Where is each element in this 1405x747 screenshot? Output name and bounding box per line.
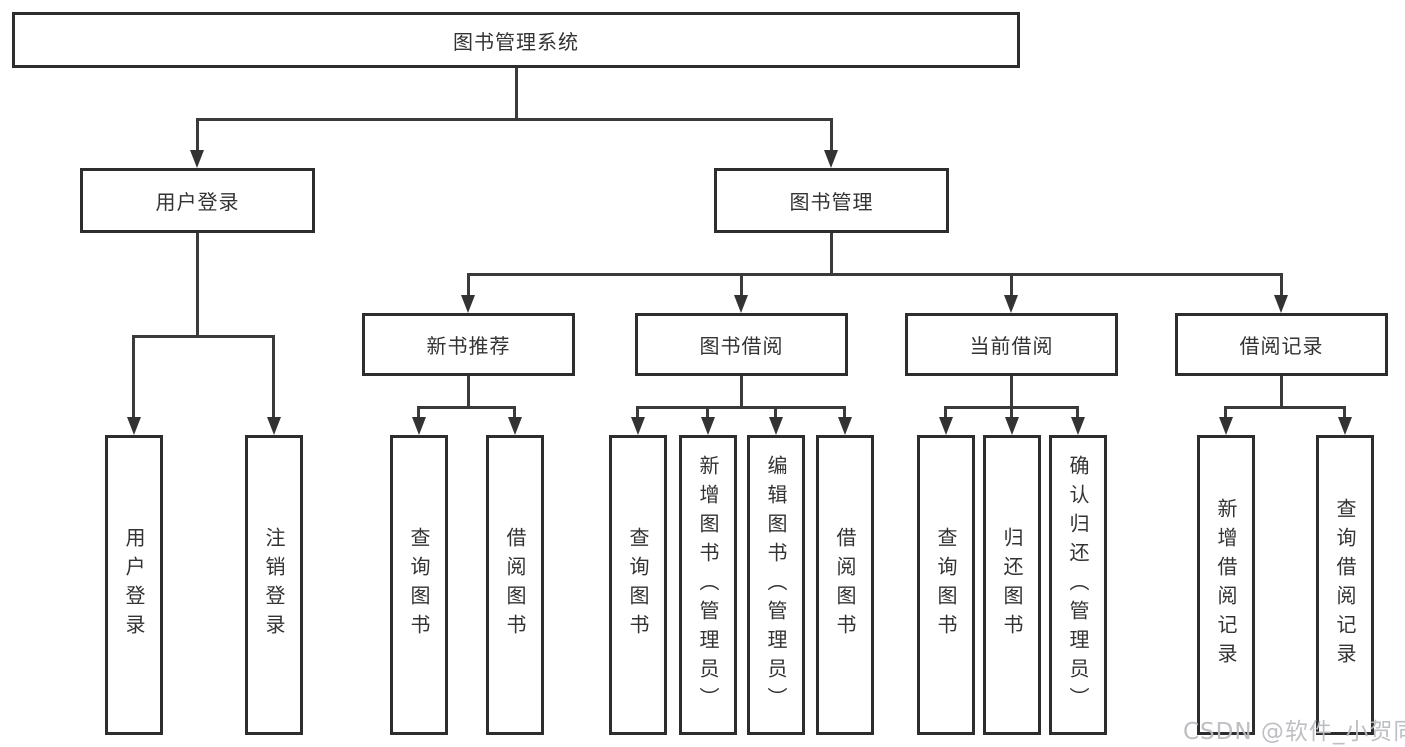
- leaf-current-query-book-label: 查询图书: [934, 527, 958, 643]
- node-root: 图书管理系统: [12, 12, 1020, 68]
- node-current-borrow-label: 当前借阅: [969, 334, 1054, 358]
- connector-line: [417, 406, 420, 419]
- arrow-down-icon: [1274, 295, 1288, 313]
- arrow-down-icon: [267, 417, 281, 435]
- leaf-add-book-admin-label: 新增图书（管理员）: [696, 454, 720, 716]
- arrow-down-icon: [412, 417, 426, 435]
- connector-line: [196, 118, 833, 121]
- node-new-book-recommend-label: 新书推荐: [426, 334, 511, 358]
- leaf-user-login-label: 用户登录: [122, 527, 146, 643]
- connector-line: [1224, 406, 1227, 419]
- leaf-return-book: 归还图书: [983, 435, 1041, 735]
- connector-line: [843, 406, 846, 419]
- leaf-recommend-query-book-label: 查询图书: [407, 527, 431, 643]
- watermark: CSDN @软件_小贺同学: [1183, 719, 1405, 745]
- connector-line: [830, 233, 833, 273]
- arrow-down-icon: [769, 417, 783, 435]
- leaf-edit-book-admin-label: 编辑图书（管理员）: [764, 454, 788, 716]
- arrow-down-icon: [1338, 417, 1352, 435]
- arrow-down-icon: [461, 295, 475, 313]
- leaf-borrow-query-book: 查询图书: [609, 435, 667, 735]
- leaf-user-login: 用户登录: [105, 435, 163, 735]
- connector-line: [1076, 406, 1079, 419]
- connector-line: [196, 233, 199, 335]
- leaf-logout: 注销登录: [245, 435, 303, 735]
- leaf-confirm-return-admin: 确认归还（管理员）: [1049, 435, 1107, 735]
- node-book-borrow-label: 图书借阅: [699, 334, 784, 358]
- connector-line: [515, 68, 518, 118]
- arrow-down-icon: [734, 295, 748, 313]
- arrow-down-icon: [824, 150, 838, 168]
- connector-line: [513, 406, 516, 419]
- arrow-down-icon: [508, 417, 522, 435]
- leaf-borrow-query-book-label: 查询图书: [626, 527, 650, 643]
- leaf-add-borrow-record-label: 新增借阅记录: [1214, 498, 1238, 672]
- connector-line: [132, 335, 275, 338]
- connector-line: [1280, 273, 1283, 297]
- connector-line: [740, 273, 743, 297]
- arrow-down-icon: [1004, 295, 1018, 313]
- connector-line: [830, 118, 833, 150]
- leaf-add-book-admin: 新增图书（管理员）: [679, 435, 737, 735]
- node-user-login-label: 用户登录: [155, 190, 240, 214]
- leaf-add-borrow-record: 新增借阅记录: [1197, 435, 1255, 735]
- leaf-current-query-book: 查询图书: [917, 435, 975, 735]
- node-user-login: 用户登录: [80, 168, 315, 233]
- connector-line: [1010, 406, 1013, 419]
- leaf-return-book-label: 归还图书: [1000, 527, 1024, 643]
- connector-line: [706, 406, 709, 419]
- arrow-down-icon: [1219, 417, 1233, 435]
- node-book-management-label: 图书管理: [789, 190, 874, 214]
- arrow-down-icon: [127, 417, 141, 435]
- connector-line: [467, 273, 1283, 276]
- node-current-borrow: 当前借阅: [905, 313, 1118, 376]
- connector-line: [418, 406, 516, 409]
- arrow-down-icon: [701, 417, 715, 435]
- connector-line: [1343, 406, 1346, 419]
- connector-line: [636, 406, 639, 419]
- leaf-edit-book-admin: 编辑图书（管理员）: [747, 435, 805, 735]
- connector-line: [272, 335, 275, 417]
- connector-line: [1225, 406, 1345, 409]
- arrow-down-icon: [838, 417, 852, 435]
- connector-line: [1010, 376, 1013, 406]
- connector-line: [774, 406, 777, 419]
- leaf-recommend-borrow-book: 借阅图书: [486, 435, 544, 735]
- leaf-recommend-query-book: 查询图书: [390, 435, 448, 735]
- node-book-borrow: 图书借阅: [635, 313, 848, 376]
- leaf-query-borrow-record-label: 查询借阅记录: [1333, 498, 1357, 672]
- connector-line: [1010, 273, 1013, 297]
- connector-line: [467, 273, 470, 297]
- leaf-confirm-return-admin-label: 确认归还（管理员）: [1066, 454, 1090, 716]
- connector-line: [637, 406, 846, 409]
- leaf-recommend-borrow-book-label: 借阅图书: [503, 527, 527, 643]
- node-root-label: 图书管理系统: [453, 29, 579, 54]
- arrow-down-icon: [631, 417, 645, 435]
- node-borrow-record: 借阅记录: [1175, 313, 1388, 376]
- leaf-query-borrow-record: 查询借阅记录: [1316, 435, 1374, 735]
- connector-line: [740, 376, 743, 406]
- connector-line: [132, 335, 135, 417]
- connector-line: [1280, 376, 1283, 406]
- node-new-book-recommend: 新书推荐: [362, 313, 575, 376]
- connector-line: [196, 118, 199, 150]
- node-borrow-record-label: 借阅记录: [1239, 334, 1324, 358]
- connector-line: [467, 376, 470, 406]
- arrow-down-icon: [1005, 417, 1019, 435]
- leaf-borrow-book-label: 借阅图书: [833, 527, 857, 643]
- arrow-down-icon: [1071, 417, 1085, 435]
- leaf-borrow-book: 借阅图书: [816, 435, 874, 735]
- arrow-down-icon: [939, 417, 953, 435]
- node-book-management: 图书管理: [714, 168, 949, 233]
- connector-line: [944, 406, 947, 419]
- leaf-logout-label: 注销登录: [262, 527, 286, 643]
- arrow-down-icon: [190, 150, 204, 168]
